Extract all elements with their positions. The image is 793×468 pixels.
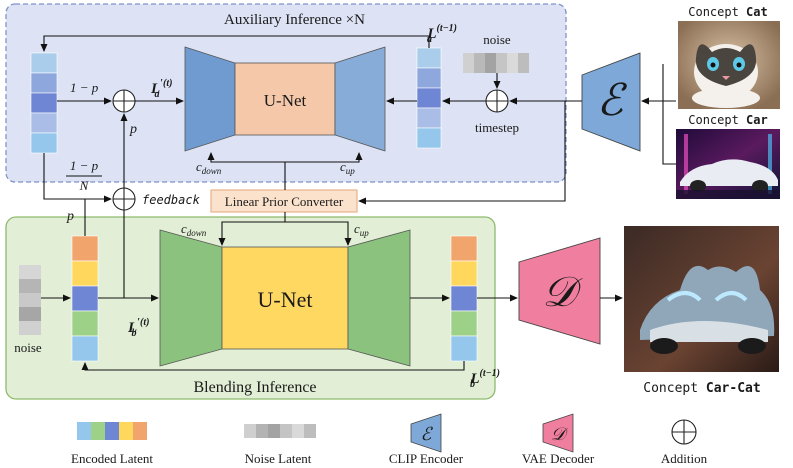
feedback-fraction-denominator: N	[79, 178, 90, 193]
blend-lb-output-label: L(t−1)b	[469, 368, 500, 390]
blending-inference-title: Blending Inference	[193, 379, 316, 396]
legend-noise-latent-swatch	[244, 424, 316, 438]
aux-noise-label: noise	[483, 32, 511, 47]
auxiliary-inference-title: Auxiliary Inference ×N	[224, 12, 365, 28]
feedback-label: feedback	[142, 193, 201, 207]
aux-noise-latent	[463, 53, 529, 73]
legend-clip-encoder-label: CLIP Encoder	[389, 451, 464, 466]
concept-car-cat-caption: Concept Car-Cat	[643, 381, 760, 396]
legend-vae-decoder-label: VAE Decoder	[522, 451, 595, 466]
aux-input-latent	[30, 52, 58, 154]
linear-prior-converter-label: Linear Prior Converter	[225, 194, 344, 209]
aux-one-minus-p: 1 − p	[70, 80, 99, 95]
blend-noise-label: noise	[14, 340, 42, 355]
legend-clip-encoder-glyph: ℰ	[421, 424, 434, 444]
aux-unet-label: U-Net	[264, 91, 307, 110]
feedback-fraction-numerator: 1 − p	[70, 158, 99, 173]
legend-vae-decoder-glyph: 𝒟	[551, 424, 569, 444]
aux-output-latent	[416, 47, 442, 149]
legend-encoded-latent-label: Encoded Latent	[71, 451, 153, 466]
clip-encoder-glyph: ℰ	[597, 76, 628, 125]
aux-la-prime-label: L′(t)a	[150, 78, 172, 100]
feedback-addition	[112, 187, 136, 211]
blend-c-down-label: cdown	[181, 221, 207, 238]
blend-noise-latent	[19, 265, 41, 335]
legend: Encoded Latent Noise Latent ℰ CLIP Encod…	[71, 413, 708, 466]
legend-clip-encoder-swatch	[410, 413, 442, 453]
aux-timestep-label: timestep	[475, 120, 519, 135]
blend-output-latent	[450, 235, 478, 362]
aux-c-down-label: cdown	[196, 159, 222, 176]
concept-car-cat-image	[624, 226, 779, 372]
aux-c-up-label: cup	[340, 159, 355, 176]
blend-unet-label: U-Net	[258, 287, 313, 312]
aux-addition-timestep	[485, 89, 509, 113]
feedback-p-label: p	[66, 209, 74, 224]
legend-addition-label: Addition	[661, 451, 708, 466]
vae-decoder-block	[518, 237, 601, 345]
clip-encoder-block	[581, 52, 641, 152]
aux-p-label: p	[129, 122, 137, 137]
concept-cat-image	[678, 21, 780, 109]
blend-c-up-label: cup	[354, 221, 369, 238]
concept-cat-caption: Concept Cat	[688, 5, 767, 19]
linear-prior-converter	[210, 189, 358, 213]
concept-car-caption: Concept Car	[688, 113, 767, 127]
aux-addition-left	[112, 89, 136, 113]
connector-lines	[40, 35, 676, 371]
legend-vae-decoder-swatch	[542, 413, 574, 453]
aux-unet	[184, 46, 386, 152]
legend-addition-icon	[671, 419, 697, 445]
blend-unet	[159, 229, 411, 367]
blend-input-latent	[71, 235, 99, 362]
concept-car-image	[676, 129, 780, 199]
legend-encoded-latent-swatch	[77, 422, 147, 440]
blend-lb-prime-label: L′(t)b	[127, 317, 149, 339]
legend-noise-latent-label: Noise Latent	[245, 451, 312, 466]
